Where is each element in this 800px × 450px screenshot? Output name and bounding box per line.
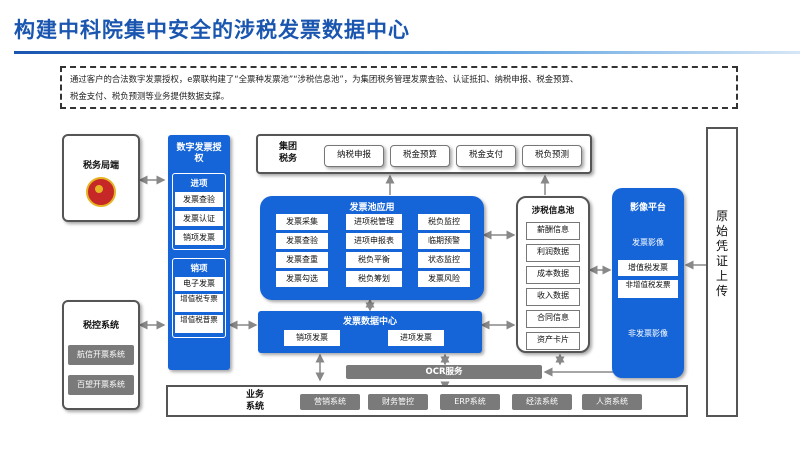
imaging-platform: 影像平台 发票影像 增值税发票 非增值税发票 非发票影像 [612, 188, 684, 378]
invoice-data-center: 发票数据中心 销项发票 进项发票 [258, 311, 482, 353]
group-tax-box: 集团税务 纳税申报 税金预算 税金支付 税负预测 [256, 134, 592, 174]
invoice-pool-title: 发票池应用 [349, 203, 395, 213]
imaging-item: 增值税发票 [618, 260, 678, 276]
tax-info-item: 合同信息 [526, 310, 580, 328]
intro-line-2: 税金支付、税负预测等业务提供数据支撑。 [70, 91, 230, 101]
tax-info-item: 利润数据 [526, 244, 580, 262]
data-center-item: 销项发票 [284, 330, 340, 346]
original-docs-label: 原始凭证上传 [715, 209, 728, 298]
invoice-pool-item: 临期预警 [418, 233, 470, 249]
group-tax-item: 税负预测 [522, 145, 582, 167]
ocr-service-bar: OCR服务 [346, 365, 542, 379]
invoice-pool-col-3: 税负监控 临期预警 状态监控 发票风险 [418, 214, 470, 287]
digital-auth-out-label: 销项 [190, 264, 208, 274]
business-system-item: 财务管控 [368, 394, 428, 410]
tax-control-label: 税控系统 [82, 321, 119, 331]
intro-line-1: 通过客户的合法数字发票授权，e票联构建了“全票种发票池”“涉税信息池”，为集团税… [70, 74, 579, 84]
invoice-pool-item: 税负平衡 [346, 252, 402, 268]
invoice-pool-item: 发票查重 [276, 252, 328, 268]
digital-auth-column: 数字发票授权 进项 发票查验 发票认证 销项发票 销项 电子发票 增值税专票 增… [168, 135, 230, 370]
group-tax-item: 税金支付 [456, 145, 516, 167]
group-tax-item: 税金预算 [390, 145, 450, 167]
group-tax-label: 集团税务 [278, 142, 297, 164]
tax-info-item: 薪酬信息 [526, 222, 580, 240]
invoice-pool-col-1: 发票采集 发票查验 发票查重 发票勾选 [276, 214, 328, 287]
digital-auth-in-group: 进项 发票查验 发票认证 销项发票 [172, 173, 226, 250]
tax-info-item: 收入数据 [526, 288, 580, 306]
tax-bureau-label: 税务局端 [82, 161, 119, 171]
imaging-title: 影像平台 [629, 203, 666, 213]
business-system-item: 营销系统 [300, 394, 360, 410]
digital-auth-out-item: 电子发票 [175, 277, 223, 291]
tax-info-pool-title: 涉税信息池 [531, 206, 575, 216]
digital-auth-out-item: 增值税专票 [175, 294, 223, 312]
tax-control-item: 百望开票系统 [68, 375, 134, 395]
invoice-pool-item: 发票查验 [276, 233, 328, 249]
business-system-item: 经法系统 [512, 394, 572, 410]
tax-control-box: 税控系统 航信开票系统 百望开票系统 [62, 300, 140, 410]
invoice-pool-item: 状态监控 [418, 252, 470, 268]
business-system-item: ERP系统 [440, 394, 500, 410]
imaging-item: 非增值税发票 [618, 280, 678, 298]
invoice-pool-item: 进项税管理 [346, 214, 402, 230]
invoice-pool-item: 发票风险 [418, 271, 470, 287]
data-center-item: 进项发票 [388, 330, 444, 346]
invoice-pool-item: 发票勾选 [276, 271, 328, 287]
digital-auth-in-item: 发票查验 [175, 192, 223, 207]
tax-bureau-box: 税务局端 [62, 134, 140, 222]
invoice-pool-item: 税负筹划 [346, 271, 402, 287]
title-underline [14, 51, 800, 54]
invoice-pool-item: 进项申报表 [346, 233, 402, 249]
invoice-pool-app: 发票池应用 发票采集 发票查验 发票查重 发票勾选 进项税管理 进项申报表 税负… [260, 196, 484, 300]
tax-emblem-icon [86, 177, 116, 207]
invoice-pool-col-2: 进项税管理 进项申报表 税负平衡 税负筹划 [346, 214, 402, 287]
intro-text-box: 通过客户的合法数字发票授权，e票联构建了“全票种发票池”“涉税信息池”，为集团税… [60, 66, 738, 109]
tax-info-item: 资产卡片 [526, 332, 580, 350]
digital-auth-out-item: 增值税普票 [175, 315, 223, 333]
business-system-item: 人资系统 [582, 394, 642, 410]
invoice-pool-item: 税负监控 [418, 214, 470, 230]
tax-info-item: 成本数据 [526, 266, 580, 284]
data-center-title: 发票数据中心 [342, 317, 397, 327]
business-systems-bar: 业务系统 营销系统 财务管控 ERP系统 经法系统 人资系统 [166, 385, 688, 417]
digital-auth-title: 数字发票授权 [176, 143, 222, 164]
invoice-pool-item: 发票采集 [276, 214, 328, 230]
tax-control-item: 航信开票系统 [68, 345, 134, 365]
business-systems-label: 业务系统 [245, 390, 264, 412]
digital-auth-in-item: 销项发票 [175, 230, 223, 245]
digital-auth-in-item: 发票认证 [175, 211, 223, 226]
group-tax-item: 纳税申报 [324, 145, 384, 167]
digital-auth-out-group: 销项 电子发票 增值税专票 增值税普票 [172, 258, 226, 338]
imaging-item: 非发票影像 [628, 329, 668, 338]
imaging-item: 发票影像 [632, 238, 664, 247]
page-title: 构建中科院集中安全的涉税发票数据中心 [14, 18, 410, 42]
tax-info-pool: 涉税信息池 薪酬信息 利润数据 成本数据 收入数据 合同信息 资产卡片 [516, 196, 590, 353]
digital-auth-in-label: 进项 [190, 179, 208, 189]
original-docs-upload: 原始凭证上传 [706, 127, 738, 417]
